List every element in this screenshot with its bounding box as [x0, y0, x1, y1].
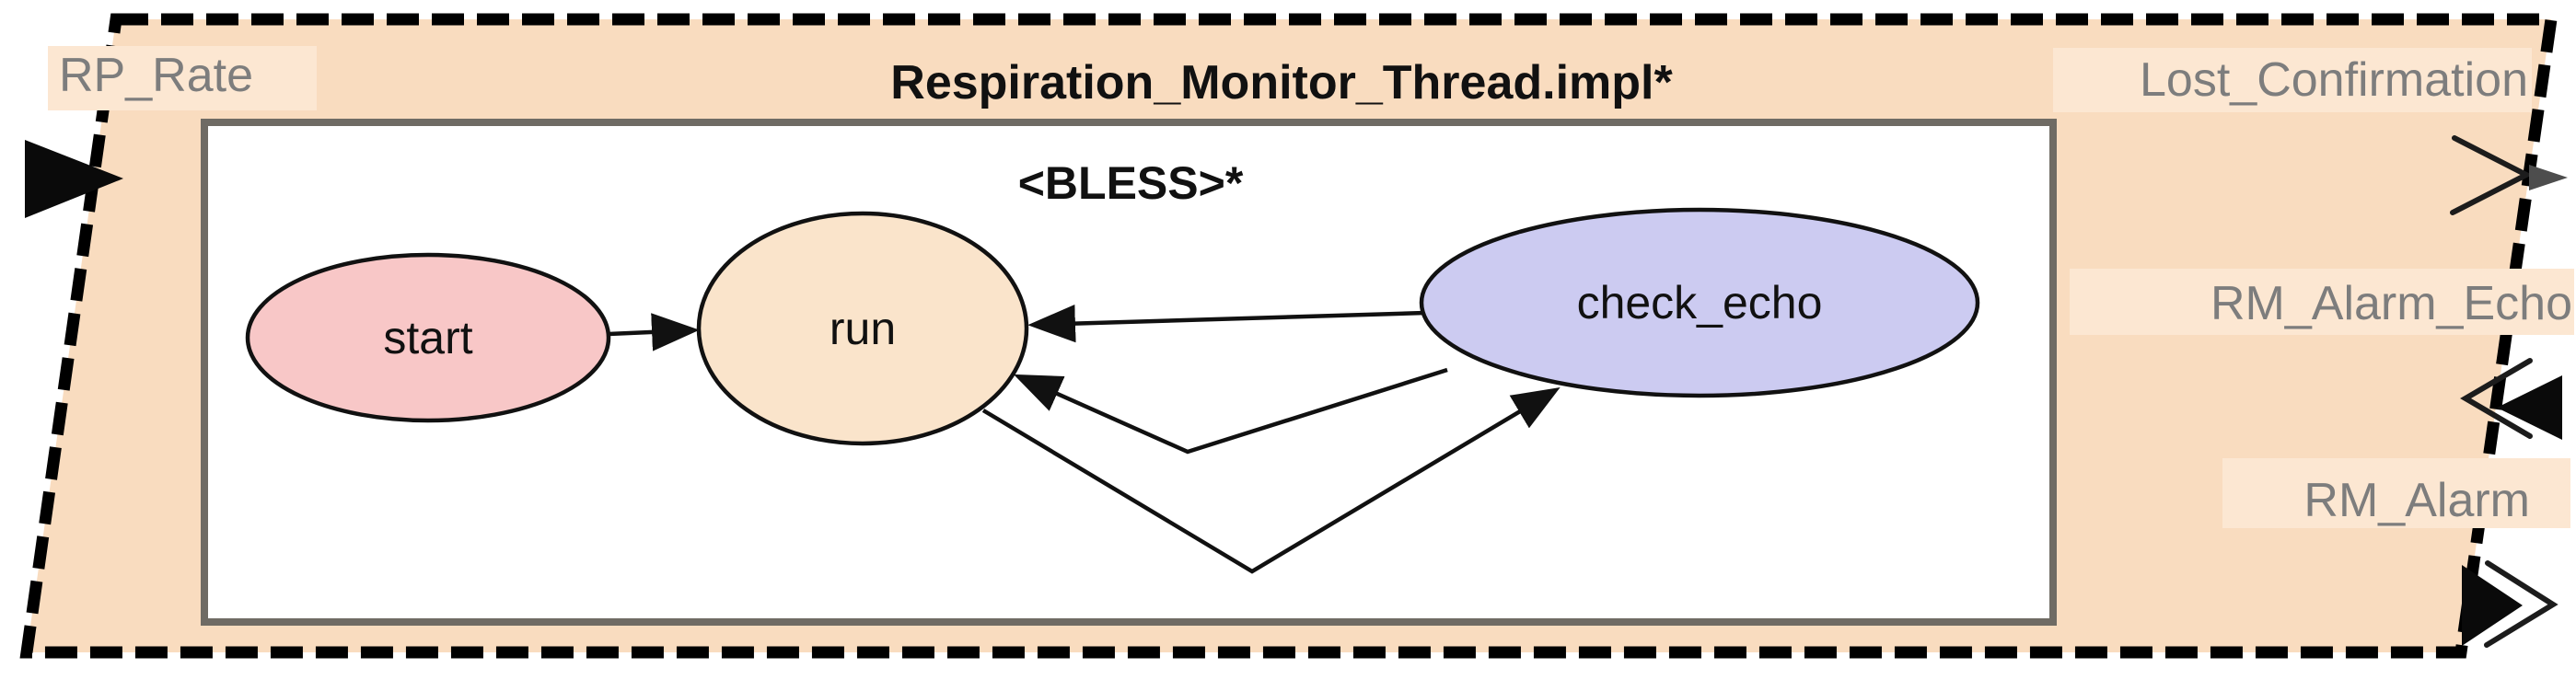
state-start[interactable]: start — [245, 252, 611, 423]
transition-check-echo-to-run-direct[interactable] — [1027, 304, 1426, 343]
port-label-lost-confirmation: Lost_Confirmation — [2140, 53, 2528, 107]
transition-check-echo-to-run-elbow[interactable] — [1013, 367, 1448, 455]
state-check-echo[interactable]: check_echo — [1419, 207, 1980, 398]
port-label-rm-alarm: RM_Alarm — [2303, 474, 2530, 527]
rp-rate-in-port-icon[interactable] — [25, 140, 123, 218]
transition-run-to-check-echo[interactable] — [981, 387, 1561, 574]
port-label-bg-rp-rate — [48, 46, 317, 110]
state-check-echo-label: check_echo — [1577, 277, 1823, 328]
bless-annotation: <BLESS>* — [1018, 157, 1244, 209]
port-label-bg-rm-alarm-echo — [2070, 269, 2574, 335]
state-run-label: run — [830, 303, 896, 354]
port-label-rp-rate: RP_Rate — [59, 49, 253, 102]
port-label-bg-lost-confirmation — [2053, 48, 2532, 112]
thread-title: Respiration_Monitor_Thread.impl* — [890, 56, 1673, 109]
transition-start-to-run[interactable] — [608, 313, 700, 351]
port-label-bg-rm-alarm — [2222, 458, 2570, 528]
rm-alarm-echo-in-port-icon[interactable] — [2460, 358, 2562, 440]
port-label-rm-alarm-echo: RM_Alarm_Echo — [2210, 277, 2572, 330]
lost-confirmation-out-port-icon[interactable] — [2450, 135, 2568, 215]
rm-alarm-out-port-icon[interactable] — [2462, 560, 2559, 648]
state-start-label: start — [383, 312, 472, 363]
state-run[interactable]: run — [696, 211, 1029, 446]
